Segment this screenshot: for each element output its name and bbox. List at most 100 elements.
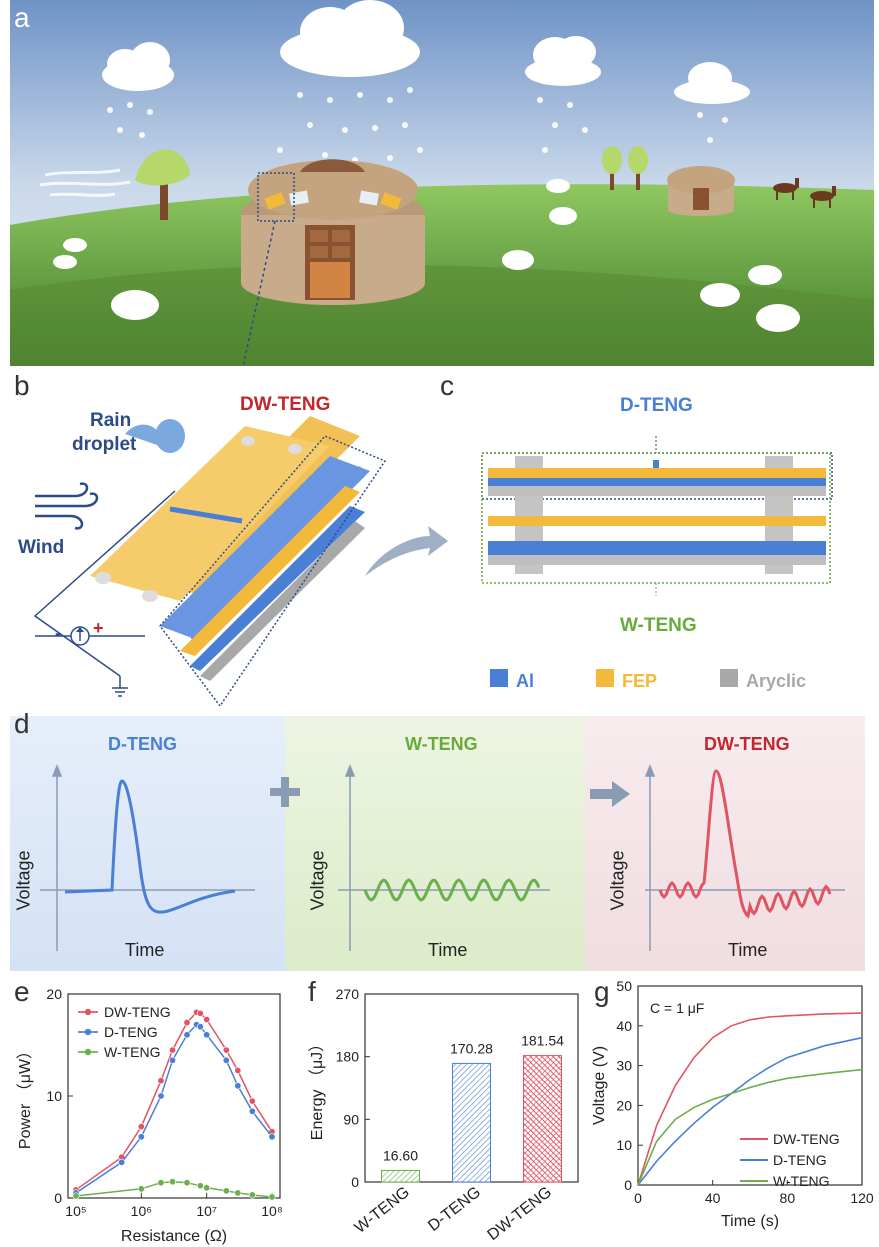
legend-label: D-TENG — [773, 1152, 827, 1168]
scene-illustration — [10, 0, 874, 366]
acrylic-swatch — [720, 669, 738, 687]
bar-value-label: 181.54 — [521, 1033, 564, 1049]
data-point — [222, 1046, 230, 1054]
data-point — [137, 1133, 145, 1141]
bar-d-teng — [452, 1062, 491, 1183]
legend-label: DW-TENG — [773, 1131, 840, 1147]
bar-value-label: 170.28 — [450, 1040, 493, 1056]
panel-letter-b: b — [14, 370, 30, 401]
legend-label: D-TENG — [104, 1024, 158, 1040]
d-teng-waveform — [64, 779, 236, 914]
y-tick-label: 40 — [616, 1018, 632, 1034]
w-teng-waveform — [363, 878, 541, 902]
wind-label: Wind — [18, 537, 65, 558]
data-point — [169, 1178, 177, 1186]
y-tick-label: 0 — [624, 1177, 632, 1193]
category-label: W-TENG — [352, 1184, 413, 1237]
dw-voltage-label: Voltage — [607, 850, 628, 911]
d-voltage-label: Voltage — [13, 850, 34, 911]
al-swatch — [490, 669, 508, 687]
y-tick-label: 50 — [616, 978, 632, 994]
y-tick-label: 0 — [54, 1190, 62, 1206]
legend-marker — [84, 1008, 92, 1016]
horse-icon — [773, 178, 836, 208]
x-tick-label: 120 — [850, 1190, 874, 1206]
y-tick-label: 30 — [616, 1058, 632, 1074]
category-label: D-TENG — [425, 1184, 484, 1235]
x-tick-label: 40 — [705, 1190, 721, 1206]
arrow-right-icon — [590, 781, 630, 807]
panel-letter-f: f — [308, 976, 316, 1007]
d-time-label: Time — [125, 940, 165, 960]
legend-label: W-TENG — [104, 1044, 161, 1060]
capacitance-annotation: C = 1 μF — [650, 1000, 704, 1016]
y-tick-label: 10 — [616, 1137, 632, 1153]
y-tick-label: 270 — [336, 986, 360, 1002]
x-tick-label: 10⁸ — [261, 1203, 283, 1219]
y-tick-label: 20 — [46, 986, 62, 1002]
cloud-icon — [102, 0, 750, 104]
device-label: DW-TENG — [240, 394, 331, 415]
legend-label: DW-TENG — [104, 1004, 171, 1020]
yurt-small — [667, 166, 735, 216]
y-tick-label: 180 — [336, 1049, 360, 1065]
data-point — [169, 1056, 177, 1064]
legend-marker — [84, 1048, 92, 1056]
d-teng-label: D-TENG — [620, 395, 693, 416]
x-tick-label: 10⁵ — [65, 1203, 86, 1219]
minus-sign: - — [55, 623, 61, 643]
legend-marker — [84, 1028, 92, 1036]
data-point — [157, 1092, 165, 1100]
bar-dw-teng — [523, 1055, 562, 1183]
rain-droplet-icon — [125, 424, 161, 446]
data-point — [137, 1123, 145, 1131]
y-axis-label: Power （μW） — [16, 1043, 34, 1149]
dw-teng-device — [90, 416, 370, 681]
panel-letter-e: e — [14, 976, 30, 1007]
data-point — [196, 1023, 204, 1031]
w-teng-title: W-TENG — [405, 734, 478, 754]
data-point — [183, 1019, 191, 1027]
rain-label-2: droplet — [72, 434, 137, 455]
x-tick-label: 80 — [780, 1190, 796, 1206]
y-tick-label: 90 — [343, 1111, 359, 1127]
arrow-icon — [365, 526, 448, 576]
data-point — [234, 1189, 242, 1197]
x-tick-label: 10⁷ — [196, 1203, 217, 1219]
x-tick-label: 10⁶ — [131, 1203, 152, 1219]
x-axis-label: Time (s) — [721, 1213, 779, 1230]
x-tick-label: 0 — [634, 1190, 642, 1206]
data-point — [169, 1046, 177, 1054]
legend-al: Al — [516, 671, 534, 691]
data-point — [203, 1184, 211, 1192]
y-tick-label: 10 — [46, 1088, 62, 1104]
plot-frame — [67, 993, 281, 1199]
dw-teng-title: DW-TENG — [704, 734, 790, 754]
panel-letter-g: g — [594, 976, 610, 1007]
panel-letter-a: a — [14, 2, 30, 33]
w-time-label: Time — [428, 940, 468, 960]
wind-icon — [35, 482, 99, 530]
data-point — [203, 1015, 211, 1023]
legend-fep: FEP — [622, 671, 658, 691]
data-point — [196, 1009, 204, 1017]
data-point — [157, 1077, 165, 1085]
data-point — [248, 1191, 256, 1199]
series-line — [637, 1036, 863, 1186]
sheep-icon — [53, 179, 800, 332]
data-point — [118, 1158, 126, 1166]
panel-letter-d: d — [14, 708, 30, 739]
layer-stack — [488, 456, 826, 574]
y-axis-label: Energy （μJ） — [308, 1036, 326, 1140]
legend-acrylic: Aryclic — [746, 671, 807, 691]
w-teng-label: W-TENG — [620, 615, 697, 636]
data-point — [183, 1179, 191, 1187]
w-voltage-label: Voltage — [307, 850, 328, 911]
series-line — [637, 1012, 863, 1186]
panel-letter-c: c — [440, 370, 454, 401]
data-point — [268, 1193, 276, 1201]
y-tick-label: 0 — [351, 1174, 359, 1190]
data-point — [137, 1185, 145, 1193]
data-point — [222, 1056, 230, 1064]
